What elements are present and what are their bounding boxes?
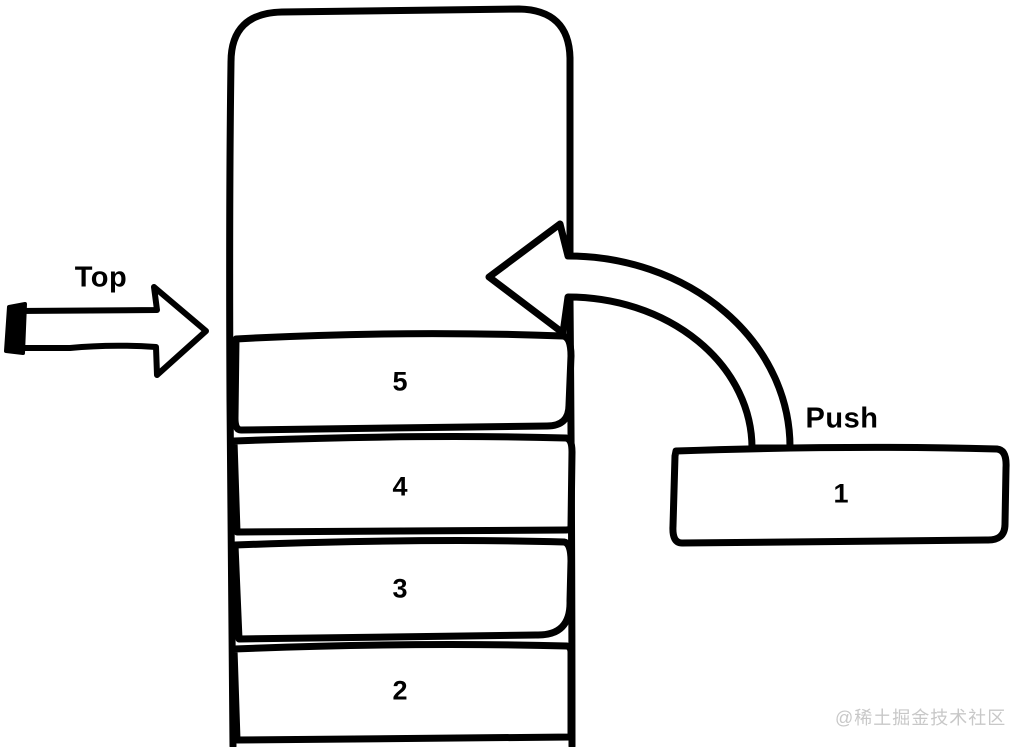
stack-item-value: 5 (392, 366, 408, 397)
top-pointer-arrow-tail (4, 302, 27, 355)
watermark: @稀土掘金技术社区 (835, 708, 1007, 728)
top-pointer-label: Top (74, 261, 128, 294)
push-operation-label: Push (805, 402, 879, 435)
push-arrow (485, 220, 794, 452)
incoming-item-value: 1 (833, 478, 849, 509)
stack-item-value: 3 (392, 573, 408, 604)
stack-item-value: 2 (392, 675, 408, 706)
stack-item-box (231, 330, 575, 434)
stack-item-box (230, 433, 576, 536)
stack-item-box (230, 641, 575, 744)
incoming-item-box (669, 443, 1010, 547)
stack-item-value: 4 (392, 471, 408, 502)
top-pointer-arrow-body (11, 284, 209, 378)
stack-item-box (231, 537, 575, 643)
